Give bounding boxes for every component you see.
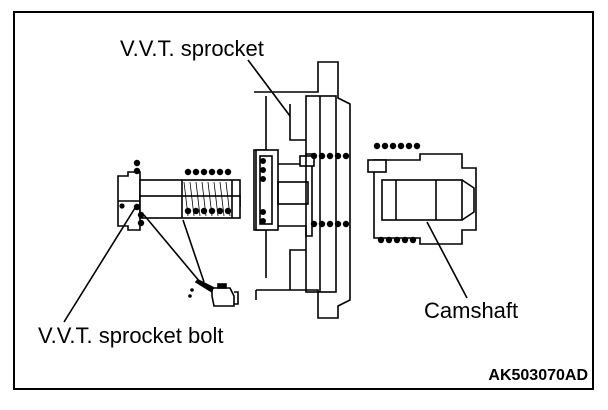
vvt-sprocket [253,61,351,319]
label-camshaft: Camshaft [424,298,519,323]
label-vvt-sprocket: V.V.T. sprocket [120,36,264,61]
sprocket-bolt [117,171,241,231]
oil-can-icon [188,279,239,307]
figure-code: AK503070AD [488,367,588,384]
diagram-frame [13,11,594,390]
oil-points [119,142,421,244]
camshaft [367,153,477,245]
label-vvt-sprocket-bolt: V.V.T. sprocket bolt [38,323,224,348]
